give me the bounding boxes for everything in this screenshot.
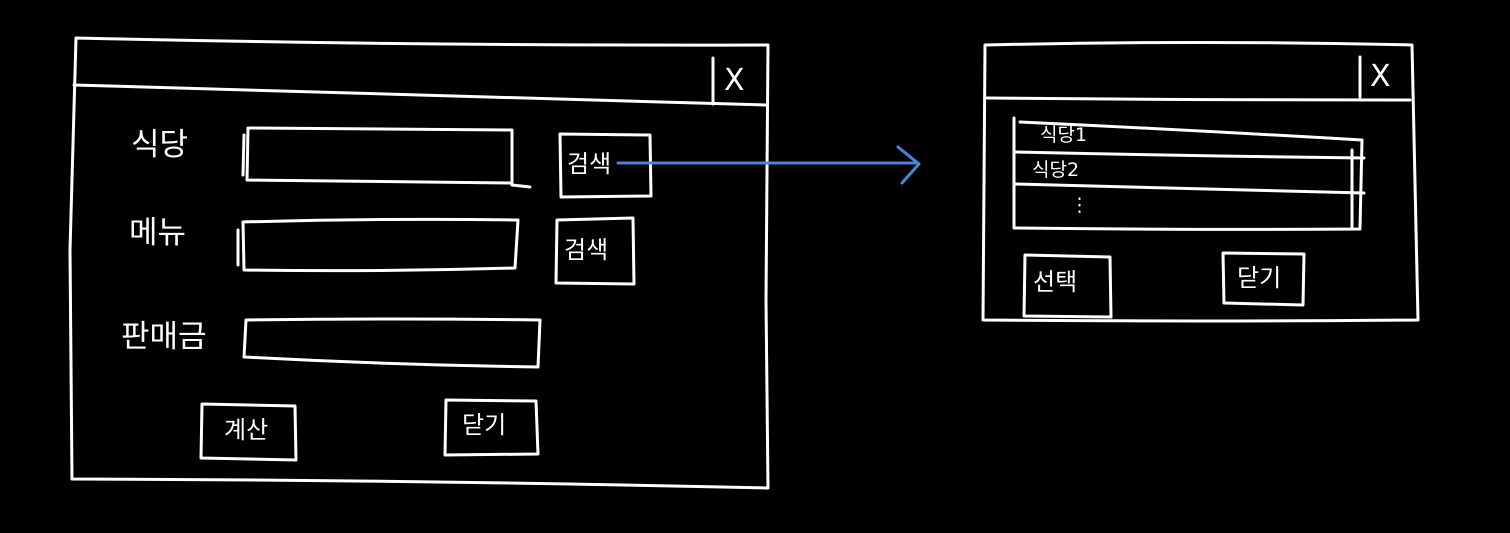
- restaurant-search-button[interactable]: 검색: [567, 150, 612, 178]
- list-item[interactable]: 식당2: [1032, 159, 1080, 181]
- restaurant-input[interactable]: [252, 135, 507, 179]
- menu-search-button-box: [554, 216, 636, 286]
- restaurant-field-box: [245, 126, 532, 189]
- restaurant-field-left-tick: [241, 133, 246, 177]
- main-dialog-frame: [68, 36, 770, 490]
- popup-dialog-frame: [981, 41, 1420, 323]
- flow-arrow: [616, 145, 921, 185]
- select-button-box: [1022, 253, 1113, 319]
- restaurant-search-button-box: [558, 132, 653, 199]
- list-row-divider-2: [1012, 182, 1366, 195]
- menu-label: 메뉴: [129, 215, 187, 251]
- calculate-button-box: [199, 402, 298, 462]
- popup-close-button[interactable]: 닫기: [1237, 264, 1282, 292]
- restaurant-list-box: [1012, 116, 1364, 231]
- popup-close-button-box: [1221, 251, 1306, 307]
- main-close-button-box: [443, 398, 540, 457]
- popup-close-icon[interactable]: X: [1370, 59, 1391, 94]
- menu-field-box: [241, 217, 520, 273]
- menu-input[interactable]: [248, 226, 510, 266]
- list-row-divider-1: [1014, 150, 1366, 160]
- main-dialog-titlebar-divider: [72, 83, 768, 107]
- main-close-button[interactable]: 닫기: [462, 411, 507, 439]
- sales-amount-label: 판매금: [121, 319, 207, 355]
- list-item[interactable]: 식당1: [1040, 124, 1088, 146]
- list-ellipsis: ⋮: [1070, 194, 1089, 216]
- popup-titlebar-divider: [985, 96, 1412, 102]
- sales-amount-input[interactable]: [250, 324, 534, 360]
- select-button[interactable]: 선택: [1033, 268, 1078, 296]
- sales-amount-field-box: [242, 317, 542, 369]
- main-dialog-close-icon[interactable]: X: [724, 63, 745, 98]
- calculate-button[interactable]: 계산: [224, 416, 269, 444]
- restaurant-label: 식당: [131, 127, 189, 163]
- menu-search-button[interactable]: 검색: [564, 236, 609, 264]
